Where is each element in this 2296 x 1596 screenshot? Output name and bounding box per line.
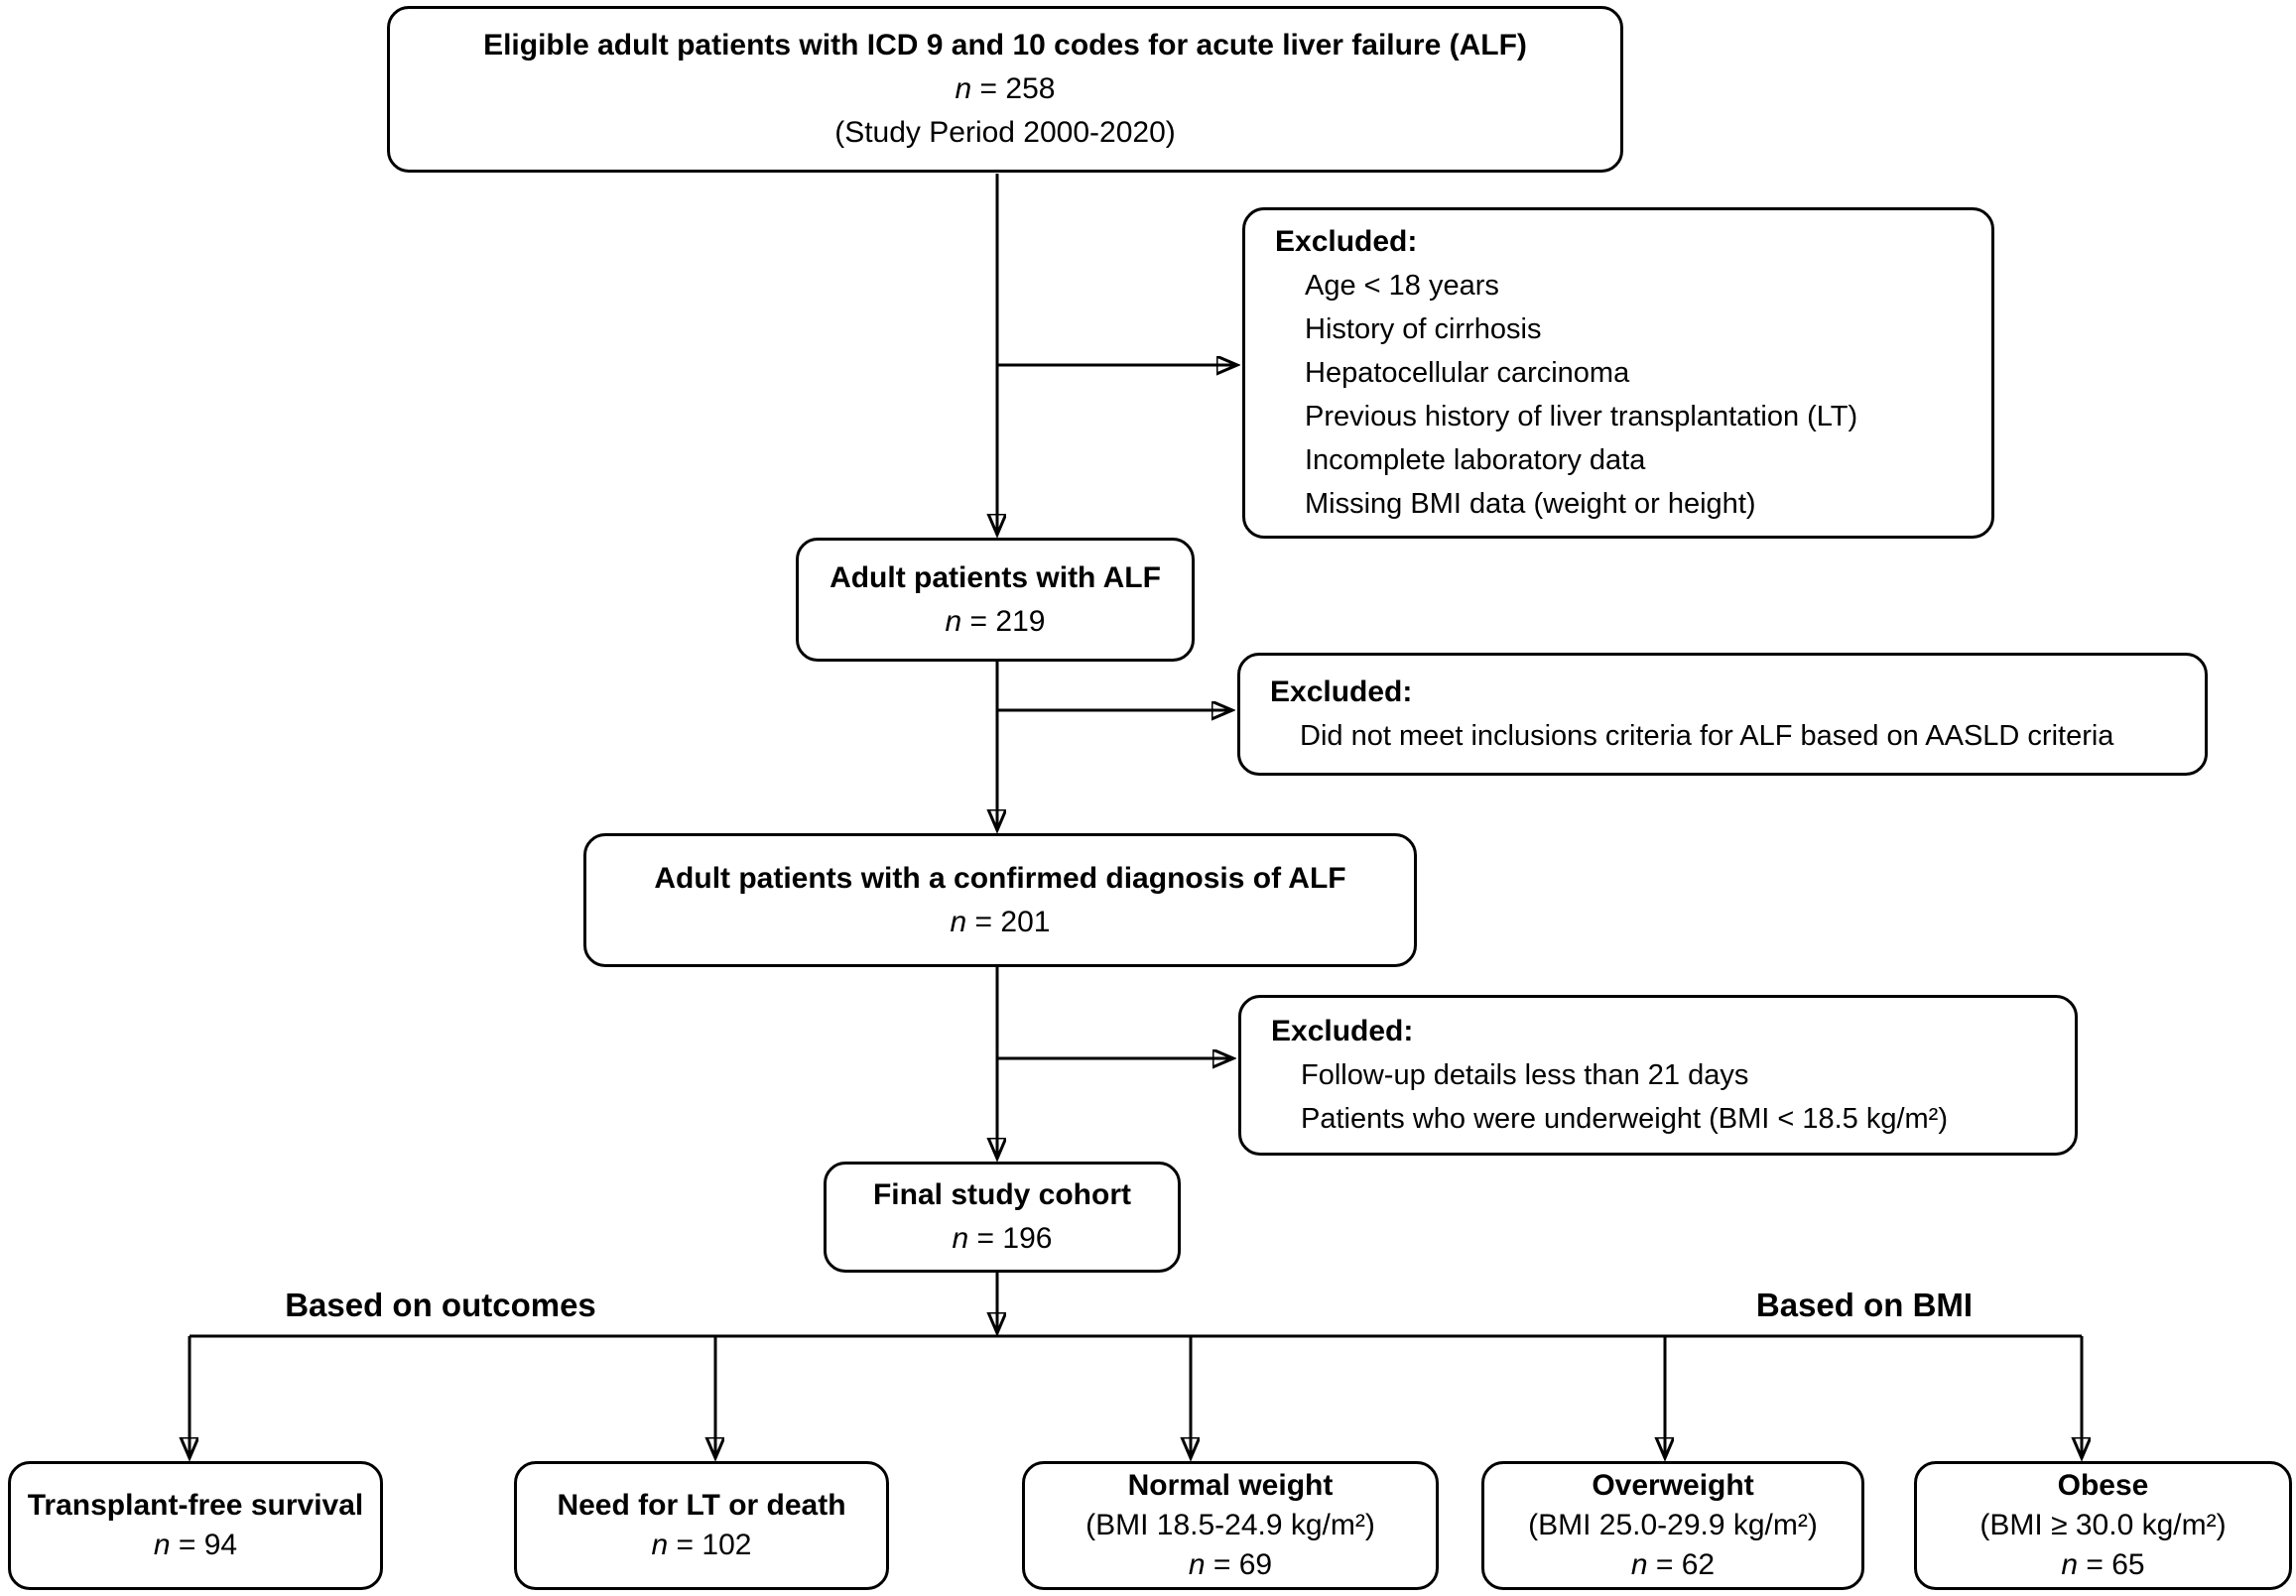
n-value: = 65 xyxy=(2078,1548,2145,1581)
count-line: n = 65 xyxy=(2061,1545,2144,1585)
n-symbol: n xyxy=(1188,1548,1206,1581)
n-value: = 69 xyxy=(1205,1548,1273,1581)
n-value: = 258 xyxy=(971,72,1056,105)
box-title: Normal weight xyxy=(1127,1469,1334,1502)
excluded-item: Missing BMI data (weight or height) xyxy=(1305,488,1756,520)
bmi-range: (BMI 25.0-29.9 kg/m²) xyxy=(1528,1509,1818,1541)
excluded-item: Patients who were underweight (BMI < 18.… xyxy=(1301,1103,1948,1135)
n-value: = 62 xyxy=(1647,1548,1716,1581)
excluded-item: Incomplete laboratory data xyxy=(1305,444,1646,476)
box-transplant-free-survival: Transplant-free survival n = 94 xyxy=(8,1461,383,1590)
box-overweight: Overweight (BMI 25.0-29.9 kg/m²) n = 62 xyxy=(1481,1461,1864,1590)
box-obese: Obese (BMI ≥ 30.0 kg/m²) n = 65 xyxy=(1914,1461,2292,1590)
n-symbol: n xyxy=(950,905,967,938)
excluded-item: Age < 18 years xyxy=(1305,270,1499,302)
box-title: Obese xyxy=(2057,1469,2149,1502)
box-normal-weight: Normal weight (BMI 18.5-24.9 kg/m²) n = … xyxy=(1022,1461,1439,1590)
box-final-cohort: Final study cohort n = 196 xyxy=(824,1162,1181,1273)
box-eligible-patients: Eligible adult patients with ICD 9 and 1… xyxy=(387,6,1623,173)
count-line: n = 94 xyxy=(154,1526,237,1565)
excluded-item: Follow-up details less than 21 days xyxy=(1301,1059,1749,1091)
n-symbol: n xyxy=(651,1529,669,1561)
n-symbol: n xyxy=(153,1529,171,1561)
count-line: n = 201 xyxy=(951,901,1051,944)
excluded-item: Hepatocellular carcinoma xyxy=(1305,357,1630,389)
label-based-on-outcomes: Based on outcomes xyxy=(285,1287,596,1323)
n-value: = 102 xyxy=(668,1529,752,1561)
n-symbol: n xyxy=(1630,1548,1648,1581)
n-symbol: n xyxy=(945,604,962,638)
box-title: Adult patients with a confirmed diagnosi… xyxy=(654,861,1346,895)
count-line: n = 62 xyxy=(1631,1545,1715,1585)
n-value: = 94 xyxy=(170,1529,238,1561)
box-need-lt-or-death: Need for LT or death n = 102 xyxy=(514,1461,889,1590)
box-title: Adult patients with ALF xyxy=(829,560,1161,594)
bmi-range: (BMI ≥ 30.0 kg/m²) xyxy=(1979,1509,2227,1541)
n-symbol: n xyxy=(2061,1548,2079,1581)
bmi-range: (BMI 18.5-24.9 kg/m²) xyxy=(1085,1509,1375,1541)
count-line: n = 219 xyxy=(946,600,1046,644)
study-period: (Study Period 2000-2020) xyxy=(834,116,1176,149)
box-title: Need for LT or death xyxy=(557,1489,846,1522)
n-symbol: n xyxy=(952,1222,969,1255)
box-excluded-1: Excluded: Age < 18 years History of cirr… xyxy=(1242,207,1994,539)
n-value: = 219 xyxy=(961,604,1046,638)
excluded-heading: Excluded: xyxy=(1271,1015,1414,1047)
excluded-item: Previous history of liver transplantatio… xyxy=(1305,401,1858,432)
box-excluded-2: Excluded: Did not meet inclusions criter… xyxy=(1237,653,2208,776)
count-line: n = 196 xyxy=(953,1217,1053,1261)
box-confirmed-diagnosis: Adult patients with a confirmed diagnosi… xyxy=(583,833,1417,967)
box-title: Overweight xyxy=(1592,1469,1754,1502)
n-symbol: n xyxy=(955,72,972,105)
excluded-heading: Excluded: xyxy=(1275,225,1418,258)
box-title: Eligible adult patients with ICD 9 and 1… xyxy=(483,29,1527,61)
box-excluded-3: Excluded: Follow-up details less than 21… xyxy=(1238,995,2078,1156)
box-adult-patients-alf: Adult patients with ALF n = 219 xyxy=(796,538,1195,662)
excluded-item: History of cirrhosis xyxy=(1305,313,1542,345)
excluded-item: Did not meet inclusions criteria for ALF… xyxy=(1300,720,2114,752)
n-value: = 196 xyxy=(968,1222,1053,1255)
count-line: n = 258 xyxy=(956,67,1056,111)
box-title: Transplant-free survival xyxy=(27,1489,364,1522)
box-title: Final study cohort xyxy=(872,1178,1131,1211)
n-value: = 201 xyxy=(966,905,1051,938)
count-line: n = 102 xyxy=(652,1526,752,1565)
label-based-on-bmi: Based on BMI xyxy=(1755,1287,1974,1323)
count-line: n = 69 xyxy=(1189,1545,1272,1585)
excluded-heading: Excluded: xyxy=(1270,675,1413,708)
